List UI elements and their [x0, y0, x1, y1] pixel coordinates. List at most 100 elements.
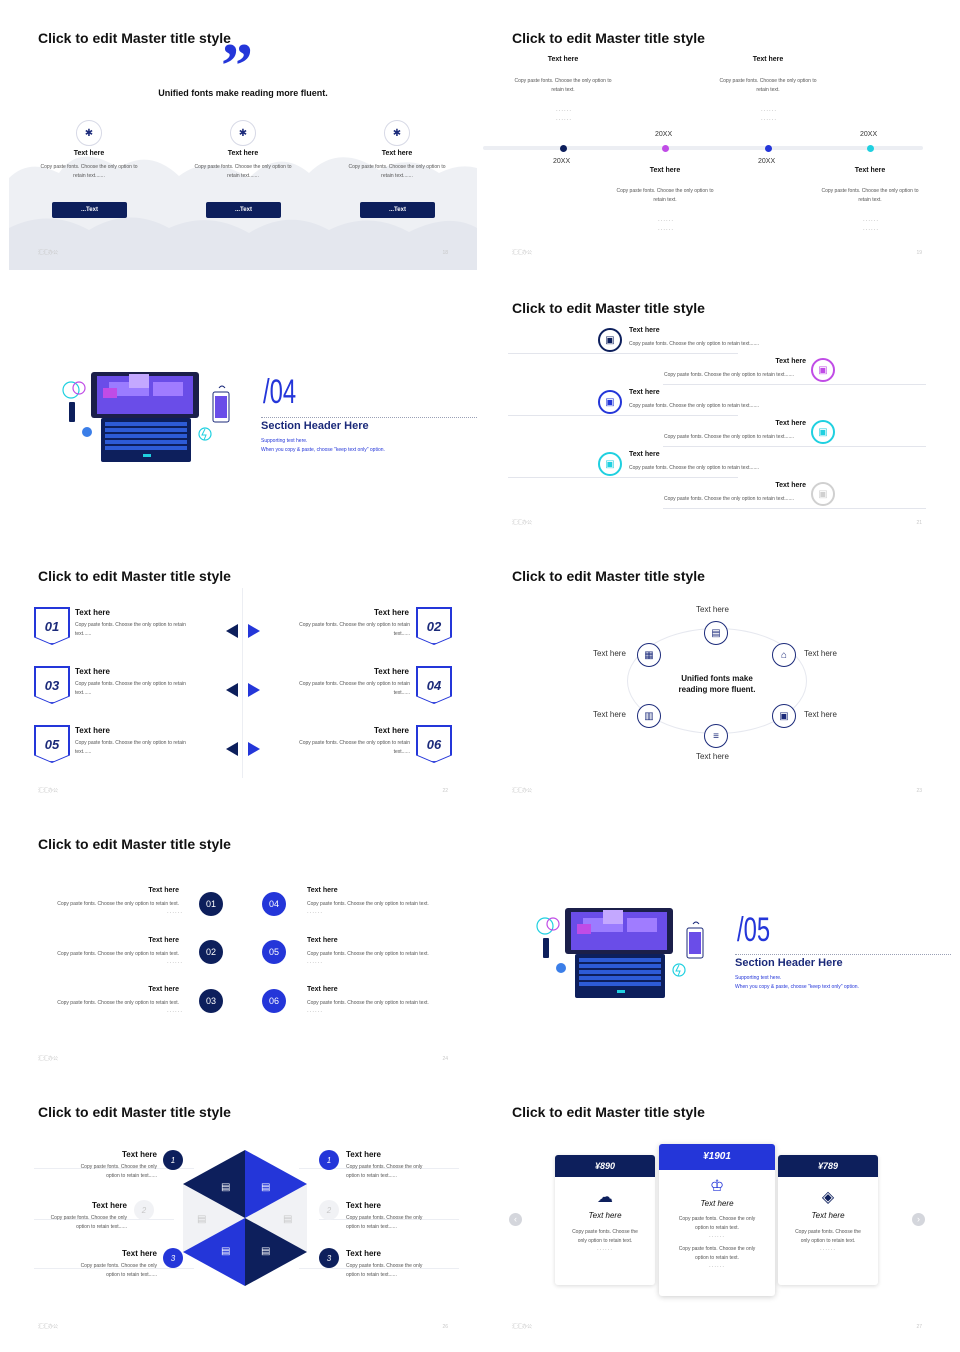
item-title: Text here	[122, 1249, 157, 1258]
item-body: Copy paste fonts. Choose the only option…	[307, 951, 429, 957]
item-body: option to retain text......	[106, 1272, 157, 1278]
document-icon: ▥	[637, 704, 661, 728]
slide-27: Click to edit Master title style ‹ › ¥89…	[483, 1082, 951, 1344]
dots: ......	[167, 1008, 184, 1014]
section-header: Section Header Here	[261, 420, 369, 432]
dots: ......	[658, 217, 675, 223]
item-title: Text here	[374, 667, 409, 676]
dots: ......	[708, 1233, 725, 1239]
node-label: Text here	[593, 710, 626, 719]
card-title: Text here	[588, 1211, 622, 1220]
support-text: When you copy & paste, choose "keep text…	[735, 984, 859, 990]
item-title: Text here	[75, 667, 110, 676]
item-title: Text here	[374, 608, 409, 617]
item-body: Copy paste fonts. Choose the only	[80, 1263, 157, 1269]
node-label: Text here	[696, 605, 729, 614]
dots: ......	[307, 909, 324, 915]
dots: ......	[819, 1246, 836, 1252]
year-label: 20XX	[553, 158, 571, 165]
row-line	[34, 1219, 174, 1220]
timeline-line	[483, 146, 923, 150]
row-body: Copy paste fonts. Choose the only option…	[629, 341, 760, 347]
item-body: Copy paste fonts. Choose the only	[346, 1164, 423, 1170]
robot-icon: ♔	[709, 1178, 725, 1195]
price-card-featured: ¥1901 ♔ Text here Copy paste fonts. Choo…	[659, 1144, 775, 1296]
prev-arrow-button[interactable]: ‹	[509, 1213, 522, 1226]
card-body: only option to retain text.	[800, 1238, 856, 1244]
item-title: Text here	[307, 986, 338, 993]
node-label: Text here	[696, 752, 729, 761]
row-line	[34, 1168, 194, 1169]
item-body: Copy paste fonts. Choose the only option…	[75, 622, 186, 637]
row-line	[508, 477, 738, 478]
node-label: Text here	[804, 649, 837, 658]
item-body: option to retain text......	[346, 1224, 397, 1230]
svg-text:▤: ▤	[283, 1214, 292, 1225]
price-label: ¥890	[555, 1155, 655, 1177]
number-circle: 02	[199, 940, 223, 964]
price-card: ¥890 ☁ Text here Copy paste fonts. Choos…	[555, 1155, 655, 1285]
item-title: Text here	[122, 1150, 157, 1159]
year-label: 20XX	[860, 131, 878, 138]
briefcase-icon: ▣	[811, 482, 835, 506]
section-header: Section Header Here	[735, 957, 843, 969]
item-title: Text here	[75, 726, 110, 735]
item-body: option to retain text......	[76, 1224, 127, 1230]
text-button[interactable]: ...Text	[52, 202, 127, 218]
slide-section-04: /04 Section Header Here Supporting text …	[9, 278, 477, 540]
item-body: option to retain text......	[346, 1272, 397, 1278]
footer-brand: 汇汇办公	[512, 520, 533, 526]
next-arrow-button[interactable]: ›	[912, 1213, 925, 1226]
row-line	[299, 1168, 459, 1169]
item-body: Copy paste fonts. Choose the only	[80, 1164, 157, 1170]
slide-18: Click to edit Master title style ” Unifi…	[9, 8, 477, 270]
number-badge-text: 05	[35, 726, 69, 762]
item-title: Text here	[346, 1150, 381, 1159]
col-title: Text here	[227, 150, 259, 157]
item-body: Copy paste fonts. Choose the only option…	[307, 1000, 429, 1006]
row-body: Copy paste fonts. Choose the only option…	[664, 434, 795, 440]
slide-title: Click to edit Master title style	[512, 300, 705, 316]
col-body: Copy paste fonts. Choose the only option…	[348, 164, 446, 179]
item-body: Copy paste fonts. Choose the only option…	[75, 681, 186, 696]
slide-22: Click to edit Master title style 01 Text…	[9, 546, 477, 808]
timeline-title: Text here	[649, 167, 681, 174]
dots: ......	[708, 1263, 725, 1269]
price-card: ¥789 ◈ Text here Copy paste fonts. Choos…	[778, 1155, 878, 1285]
item-title: Text here	[346, 1249, 381, 1258]
item-body: option to retain text......	[106, 1173, 157, 1179]
number-circle: 3	[163, 1248, 183, 1268]
row-line	[663, 508, 926, 509]
svg-text:▤: ▤	[221, 1246, 230, 1257]
dots: ......	[556, 116, 573, 122]
row-body: Copy paste fonts. Choose the only option…	[664, 372, 795, 378]
slide-title: Click to edit Master title style	[38, 836, 231, 852]
row-body: Copy paste fonts. Choose the only option…	[629, 465, 760, 471]
item-title: Text here	[346, 1201, 381, 1210]
item-body: Copy paste fonts. Choose the only option…	[307, 901, 429, 907]
year-label: 20XX	[758, 158, 776, 165]
timeline-dot	[765, 145, 772, 152]
item-title: Text here	[75, 608, 110, 617]
item-body: option to retain text......	[346, 1173, 397, 1179]
footer-brand: 汇汇办公	[38, 250, 59, 256]
slide-title: Click to edit Master title style	[38, 30, 231, 46]
dots: ......	[556, 107, 573, 113]
center-text: reading more fluent.	[678, 685, 756, 694]
number-badge-text: 03	[35, 667, 69, 703]
svg-text:▤: ▤	[221, 1182, 230, 1193]
text-button[interactable]: ...Text	[360, 202, 435, 218]
page-number: 26	[442, 1324, 448, 1330]
item-body: Copy paste fonts. Choose the only option…	[299, 740, 410, 755]
timeline-title: Text here	[752, 56, 784, 63]
item-body: Copy paste fonts. Choose the only	[346, 1263, 423, 1269]
text-button[interactable]: ...Text	[206, 202, 281, 218]
row-line	[299, 1268, 459, 1269]
col-body: Copy paste fonts. Choose the only option…	[40, 164, 138, 179]
row-title: Text here	[775, 358, 806, 365]
number-badge-text: 02	[417, 608, 451, 644]
section-divider	[261, 417, 477, 418]
number-circle: 04	[262, 892, 286, 916]
number-circle: 06	[262, 989, 286, 1013]
timeline-body: Copy paste fonts. Choose the only option…	[821, 188, 919, 203]
